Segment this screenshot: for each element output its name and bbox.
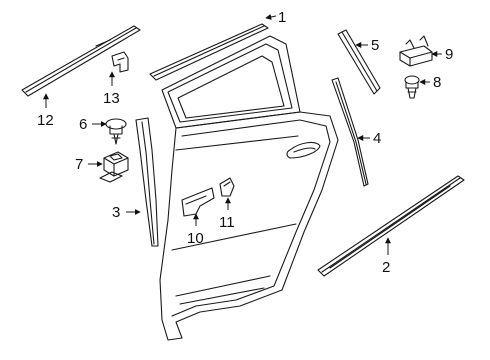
callout-11: 11: [219, 214, 235, 231]
callout-1: 1: [278, 9, 286, 26]
part-10-inner-handle: [181, 187, 215, 217]
part-5-molding-strip: [337, 29, 381, 95]
part-4-pillar-applique: [331, 77, 369, 187]
part-7-clip-block: [99, 151, 129, 183]
part-11-clip: [219, 177, 235, 197]
callout-12: 12: [37, 112, 54, 129]
part-8-bolt: [404, 75, 420, 99]
part-9-bracket: [399, 35, 433, 67]
callout-10: 10: [187, 230, 204, 247]
leader-lines: [43, 14, 442, 255]
callout-8: 8: [433, 74, 441, 91]
callout-3: 3: [112, 204, 120, 221]
part-2-lower-molding: [317, 175, 465, 277]
part-12-molding-strip: [21, 25, 141, 97]
rear-door-shell: [159, 35, 339, 341]
callout-6: 6: [79, 116, 87, 133]
callout-9: 9: [445, 46, 453, 63]
callout-5: 5: [371, 37, 379, 54]
part-1-upper-frame-molding: [149, 23, 269, 81]
callout-13: 13: [103, 90, 120, 107]
callout-7: 7: [75, 156, 83, 173]
callout-4: 4: [373, 130, 381, 147]
part-6-screw: [105, 118, 127, 145]
part-13-bracket: [111, 51, 129, 73]
part-3-pillar-cover: [135, 117, 159, 247]
callout-2: 2: [382, 259, 390, 276]
